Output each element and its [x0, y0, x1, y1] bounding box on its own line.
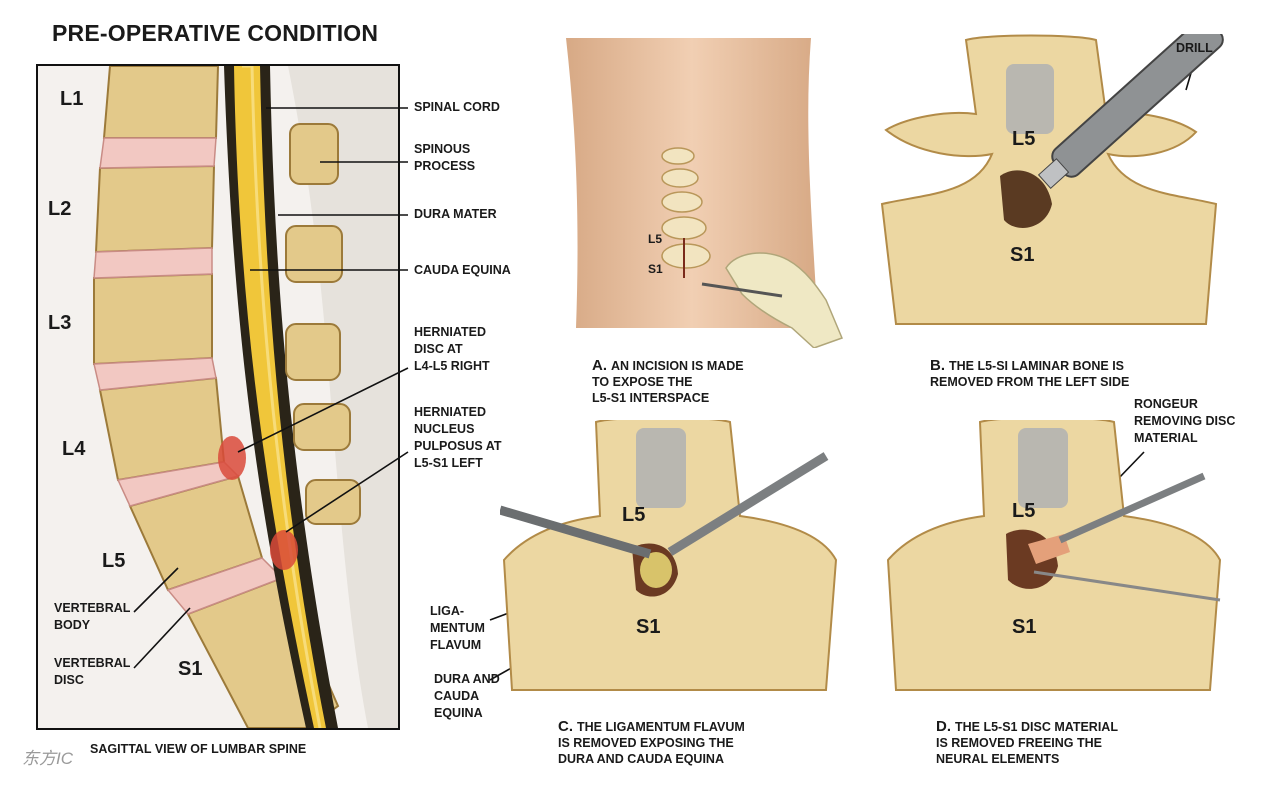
- panel-a-letter: A.: [592, 357, 607, 374]
- panel-c-caption: C.THE LIGAMENTUM FLAVUM IS REMOVED EXPOS…: [558, 703, 745, 767]
- panel-a-illustration: [566, 38, 843, 348]
- level-s1: S1: [178, 658, 203, 680]
- panel-c-label-s1: S1: [636, 616, 661, 638]
- herniation-l5-s1: [270, 530, 298, 570]
- panel-c-label-ligamentum: LIGA- MENTUM FLAVUM: [430, 604, 485, 652]
- panel-b-label-s1: S1: [1010, 244, 1035, 266]
- label-vertebral-disc: VERTEBRAL DISC: [54, 656, 131, 687]
- panel-b-label-l5: L5: [1012, 128, 1036, 150]
- panel-d-caption-text: THE L5-S1 DISC MATERIAL IS REMOVED FREEI…: [936, 720, 1118, 766]
- panel-d-letter: D.: [936, 718, 951, 735]
- panel-b-caption: B.THE L5-SI LAMINAR BONE IS REMOVED FROM…: [930, 342, 1129, 390]
- panel-b-letter: B.: [930, 357, 945, 374]
- watermark: 东方IC: [22, 749, 73, 768]
- sagittal-illustration: [93, 66, 398, 728]
- panel-a-label-s1: S1: [648, 262, 663, 276]
- sagittal-panel: [36, 64, 400, 730]
- panel-c-illustration: [500, 420, 838, 691]
- panel-d-label-rongeur: RONGEUR REMOVING DISC MATERIAL: [1134, 397, 1236, 445]
- discs: [93, 137, 284, 615]
- label-herniated-disc: HERNIATED DISC AT L4-L5 RIGHT: [414, 325, 490, 373]
- label-vertebral-body: VERTEBRAL BODY: [54, 601, 131, 632]
- panel-c-label-l5: L5: [622, 504, 646, 526]
- level-l3: L3: [48, 312, 72, 334]
- panel-a-caption-text: AN INCISION IS MADE TO EXPOSE THE L5-S1 …: [592, 359, 744, 405]
- panel-d-label-s1: S1: [1012, 616, 1037, 638]
- panel-c-label-dura: DURA AND CAUDA EQUINA: [434, 672, 500, 720]
- panel-d-illustration: [886, 420, 1222, 691]
- panel-a-label-l5: L5: [648, 232, 663, 246]
- panel-c-letter: C.: [558, 718, 573, 735]
- herniation-l4-l5: [218, 436, 246, 480]
- label-cauda-equina: CAUDA EQUINA: [414, 263, 511, 277]
- label-spinal-cord: SPINAL CORD: [414, 100, 500, 114]
- panel-b-caption-text: THE L5-SI LAMINAR BONE IS REMOVED FROM T…: [930, 359, 1130, 389]
- level-l2: L2: [48, 198, 72, 220]
- sagittal-caption: SAGITTAL VIEW OF LUMBAR SPINE: [90, 742, 307, 756]
- level-l4: L4: [62, 438, 86, 460]
- label-dura-mater: DURA MATER: [414, 207, 497, 221]
- panel-d-label-l5: L5: [1012, 500, 1036, 522]
- label-spinous-process: SPINOUS PROCESS: [414, 142, 476, 173]
- spinous-processes: [285, 123, 361, 525]
- panel-c-caption-text: THE LIGAMENTUM FLAVUM IS REMOVED EXPOSIN…: [558, 720, 745, 766]
- panel-d-caption: D.THE L5-S1 DISC MATERIAL IS REMOVED FRE…: [936, 703, 1118, 767]
- page-title: PRE-OPERATIVE CONDITION: [52, 20, 379, 46]
- level-l1: L1: [60, 88, 84, 110]
- panel-a-caption: A.AN INCISION IS MADE TO EXPOSE THE L5-S…: [592, 342, 744, 406]
- panel-b-illustration: [880, 34, 1224, 325]
- level-l5: L5: [102, 550, 126, 572]
- panel-b-label-drill: DRILL: [1176, 41, 1213, 55]
- label-herniated-nucleus: HERNIATED NUCLEUS PULPOSUS AT L5-S1 LEFT: [414, 405, 502, 470]
